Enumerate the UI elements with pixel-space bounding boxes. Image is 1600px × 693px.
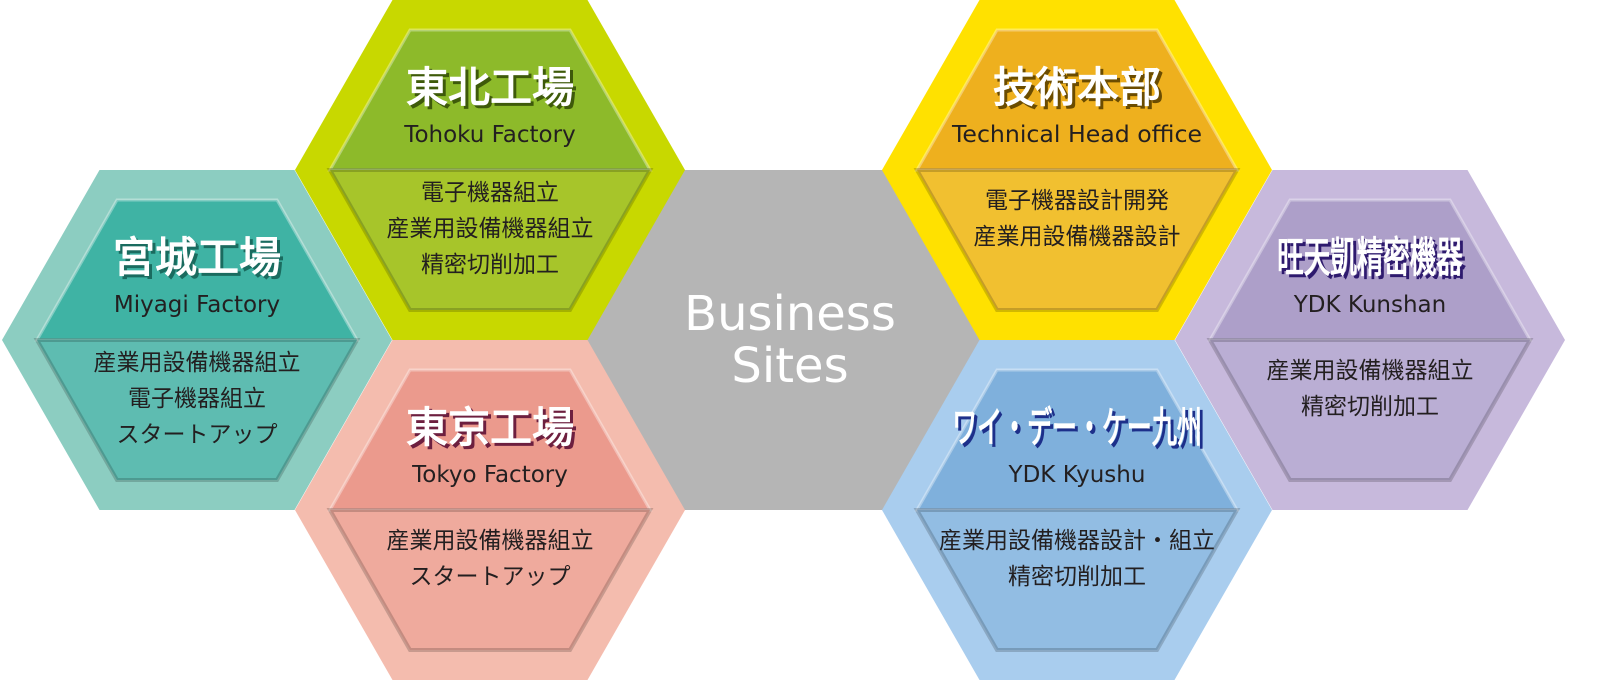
site-title-shadow: 東北工場 <box>409 66 577 115</box>
center-title-line1: Business <box>684 286 896 342</box>
hex-bottom-band <box>1206 338 1534 482</box>
site-ydk-kyushu: ワイ・デー・ケー九州 ワイ・デー・ケー九州 YDK Kyushu 産業用設備機器… <box>882 340 1272 680</box>
site-title: 宮城工場 <box>113 233 281 282</box>
site-desc-line-2: 精密切削加工 <box>1301 394 1439 420</box>
center-title-line2: Sites <box>731 338 848 394</box>
hex-bottom-band <box>913 168 1241 312</box>
site-title: 東北工場 <box>406 63 574 112</box>
site-title: 東京工場 <box>406 403 574 452</box>
site-subtitle: Tokyo Factory <box>411 462 568 488</box>
site-subtitle: YDK Kyushu <box>1008 462 1146 488</box>
site-subtitle: YDK Kunshan <box>1293 292 1446 318</box>
site-miyagi: 宮城工場 宮城工場 Miyagi Factory 産業用設備機器組立 電子機器組… <box>2 170 392 510</box>
site-desc-line-2: 電子機器組立 <box>128 386 266 412</box>
site-title-shadow: 東京工場 <box>409 406 577 455</box>
site-desc-line-2: 産業用設備機器組立 <box>387 216 594 242</box>
site-tokyo: 東京工場 東京工場 Tokyo Factory 産業用設備機器組立 スタートアッ… <box>295 340 685 680</box>
site-title-shadow: 技術本部 <box>996 66 1164 115</box>
site-ydk-kunshan: 旺天凱精密機器 旺天凱精密機器 YDK Kunshan 産業用設備機器組立 精密… <box>1175 170 1565 510</box>
site-desc-line-1: 産業用設備機器組立 <box>387 528 594 554</box>
site-title-shadow: 宮城工場 <box>116 236 284 285</box>
site-desc-line-1: 産業用設備機器組立 <box>94 350 301 376</box>
site-desc-line-1: 産業用設備機器設計・組立 <box>939 528 1215 554</box>
site-title-shadow: ワイ・デー・ケー九州 <box>955 406 1205 455</box>
site-subtitle: Tohoku Factory <box>403 122 575 148</box>
site-desc-line-2: スタートアップ <box>410 564 571 590</box>
hex-bottom-band <box>326 508 654 652</box>
site-desc-line-1: 電子機器組立 <box>421 180 559 206</box>
site-desc-line-1: 産業用設備機器組立 <box>1267 358 1474 384</box>
site-title: 技術本部 <box>993 63 1161 112</box>
site-title: 旺天凱精密機器 <box>1277 233 1463 282</box>
hex-bottom-band <box>913 508 1241 652</box>
site-desc-line-3: 精密切削加工 <box>421 252 559 278</box>
site-subtitle: Technical Head office <box>951 122 1202 148</box>
site-title-shadow: 旺天凱精密機器 <box>1280 236 1466 285</box>
hex-bottom-band <box>326 168 654 312</box>
site-desc-line-2: 産業用設備機器設計 <box>974 224 1181 250</box>
site-technical-head-office: 技術本部 技術本部 Technical Head office 電子機器設計開発… <box>882 0 1272 340</box>
site-desc-line-2: 精密切削加工 <box>1008 564 1146 590</box>
site-tohoku: 東北工場 東北工場 Tohoku Factory 電子機器組立 産業用設備機器組… <box>295 0 685 340</box>
site-subtitle: Miyagi Factory <box>114 292 280 318</box>
site-desc-line-3: スタートアップ <box>117 422 278 448</box>
hex-bottom-band <box>33 338 361 482</box>
site-title: ワイ・デー・ケー九州 <box>952 403 1202 452</box>
site-desc-line-1: 電子機器設計開発 <box>985 188 1169 214</box>
